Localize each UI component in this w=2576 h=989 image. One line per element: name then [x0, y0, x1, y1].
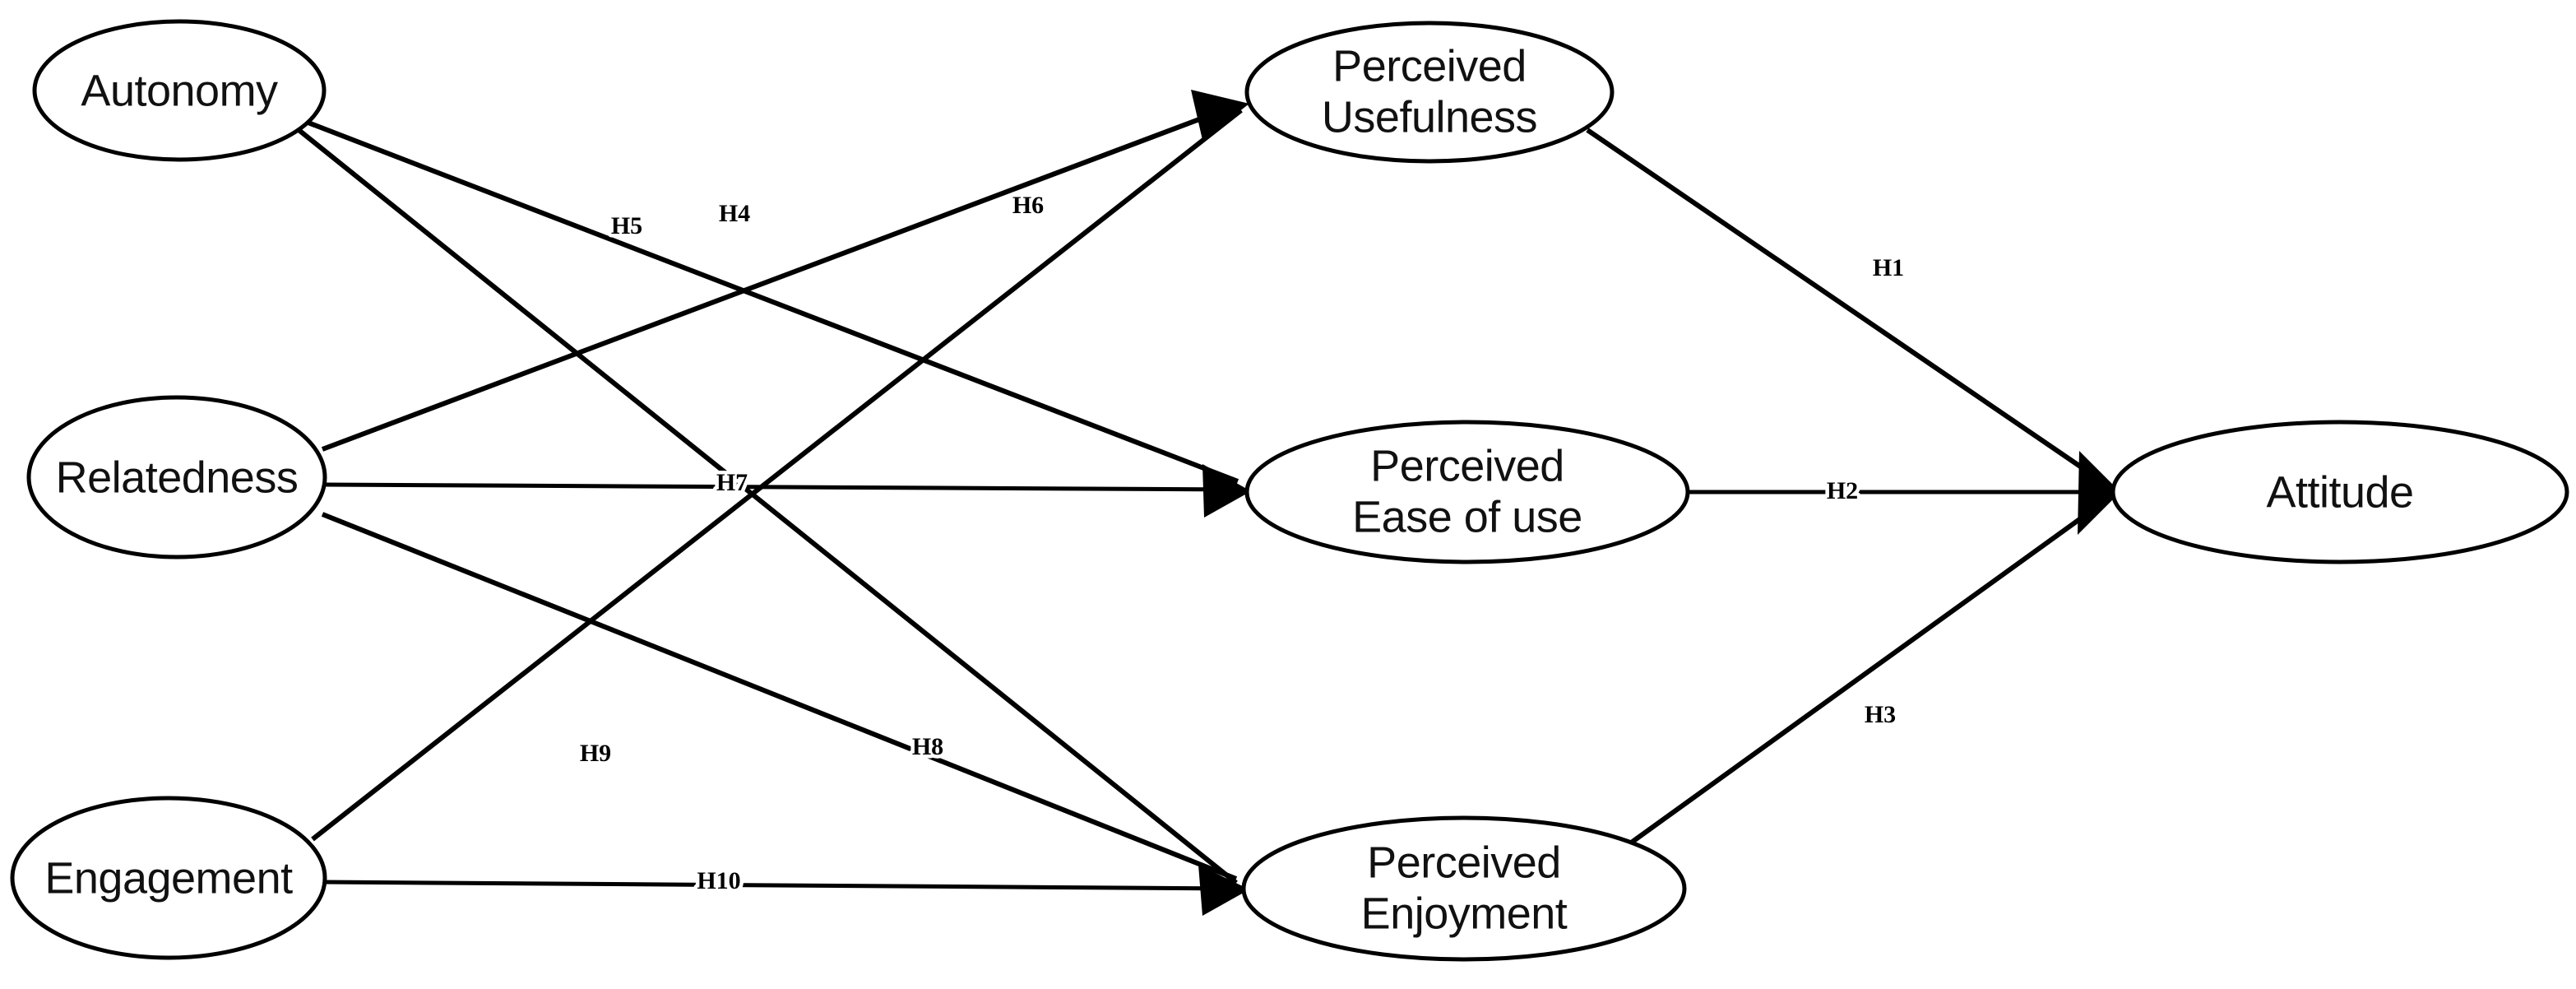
node-engagement[interactable]: Engagement: [10, 796, 327, 960]
node-perceived-ease-of-use-label-line1: Perceived: [1370, 441, 1564, 490]
arrowhead-attitude: [2078, 451, 2120, 535]
edge-label-h2-text: H2: [1827, 477, 1858, 504]
edge-label-h7-halo: H7: [716, 469, 748, 496]
edge-label-h3: H3 H3: [1860, 697, 1899, 731]
arrowhead-perceived-ease-of-use: [1202, 464, 1251, 518]
edge-label-h10: H10 H10: [693, 863, 744, 898]
edge-h8[interactable]: [321, 512, 1238, 881]
edge-label-h7: H7 H7: [712, 465, 751, 499]
edge-layer: [296, 102, 2112, 891]
node-engagement-shape: [10, 796, 327, 960]
edge-h10-line: [323, 880, 1237, 891]
edge-h3-line: [1623, 494, 2112, 850]
edge-h10[interactable]: [323, 880, 1237, 891]
node-autonomy[interactable]: Autonomy: [32, 19, 327, 162]
edge-label-h2: H2 H2: [1823, 473, 1861, 508]
node-perceived-usefulness-label-line1: Perceived: [1332, 41, 1527, 91]
node-relatedness-shape: [26, 395, 327, 560]
edge-label-h4: H4 H4: [715, 196, 753, 230]
node-perceived-ease-of-use[interactable]: Perceived Ease of use: [1244, 420, 1690, 564]
edge-label-h1: H1 H1: [1869, 250, 1907, 285]
edge-label-h4-halo: H4: [719, 200, 750, 227]
edge-h9[interactable]: [311, 108, 1243, 842]
edge-h8-line: [321, 512, 1238, 881]
edge-label-h10-text: H10: [697, 867, 740, 894]
edge-h5-line: [296, 127, 1238, 885]
edge-label-h5-halo: H5: [611, 212, 642, 239]
edge-h4-line: [304, 119, 1239, 484]
edge-label-h7-text: H7: [716, 469, 748, 496]
node-perceived-ease-of-use-label-line2: Ease of use: [1352, 492, 1582, 541]
edge-label-h2-halo: H2: [1827, 477, 1858, 504]
edge-h7-line: [323, 482, 1239, 492]
node-engagement-label: Engagement: [44, 853, 293, 903]
edge-label-layer: H4 H4 H5 H5 H6 H6 H7 H7 H8 H8 H9 H9: [576, 188, 1907, 898]
node-attitude-label: Attitude: [2266, 467, 2413, 517]
node-perceived-usefulness-shape: [1244, 21, 1615, 164]
edge-h6[interactable]: [321, 102, 1240, 452]
node-perceived-ease-of-use-shape: [1244, 420, 1690, 564]
node-perceived-enjoyment[interactable]: Perceived Enjoyment: [1241, 815, 1687, 962]
node-relatedness-label: Relatedness: [56, 453, 299, 502]
arrowhead-perceived-usefulness: [1191, 90, 1249, 140]
node-layer: Autonomy Relatedness Engagement Perceive…: [10, 19, 2569, 962]
edge-label-h6: H6 H6: [1008, 188, 1047, 222]
node-autonomy-shape: [32, 19, 327, 162]
node-perceived-enjoyment-shape: [1241, 815, 1687, 962]
edge-label-h3-halo: H3: [1865, 701, 1896, 728]
arrowhead-perceived-enjoyment: [1198, 865, 1249, 916]
arrowhead-layer: [1191, 90, 2120, 916]
edge-label-h8: H8 H8: [908, 729, 947, 764]
edge-label-h5-text: H5: [611, 212, 642, 239]
edge-label-h6-halo: H6: [1012, 192, 1044, 219]
edge-label-h6-text: H6: [1012, 192, 1044, 219]
edge-label-h1-halo: H1: [1873, 254, 1904, 281]
node-perceived-enjoyment-label-line1: Perceived: [1367, 838, 1561, 887]
edge-h9-line: [311, 108, 1243, 842]
edge-label-h1-text: H1: [1873, 254, 1904, 281]
node-perceived-enjoyment-label-line2: Enjoyment: [1361, 889, 1568, 938]
node-perceived-usefulness[interactable]: Perceived Usefulness: [1244, 21, 1615, 164]
edge-label-h9: H9 H9: [576, 736, 614, 770]
edge-label-h8-halo: H8: [912, 733, 943, 760]
edge-label-h9-text: H9: [580, 740, 611, 767]
edge-h4[interactable]: [304, 119, 1239, 484]
edge-h3[interactable]: [1623, 494, 2112, 850]
edge-label-h3-text: H3: [1865, 701, 1896, 728]
edge-h1-line: [1586, 128, 2112, 490]
edge-h5[interactable]: [296, 127, 1238, 885]
edge-label-h4-text: H4: [719, 200, 750, 227]
node-perceived-usefulness-label-line2: Usefulness: [1322, 92, 1537, 142]
node-attitude-shape: [2110, 420, 2569, 564]
edge-h6-line: [321, 102, 1240, 452]
edge-h1[interactable]: [1586, 128, 2112, 490]
node-autonomy-label: Autonomy: [81, 66, 278, 115]
node-relatedness[interactable]: Relatedness: [26, 395, 327, 560]
node-attitude[interactable]: Attitude: [2110, 420, 2569, 564]
edge-label-h10-halo: H10: [697, 867, 740, 894]
edge-label-h9-halo: H9: [580, 740, 611, 767]
edge-h7[interactable]: [323, 482, 1239, 492]
edge-label-h5: H5 H5: [607, 208, 646, 243]
edge-label-h8-text: H8: [912, 733, 943, 760]
